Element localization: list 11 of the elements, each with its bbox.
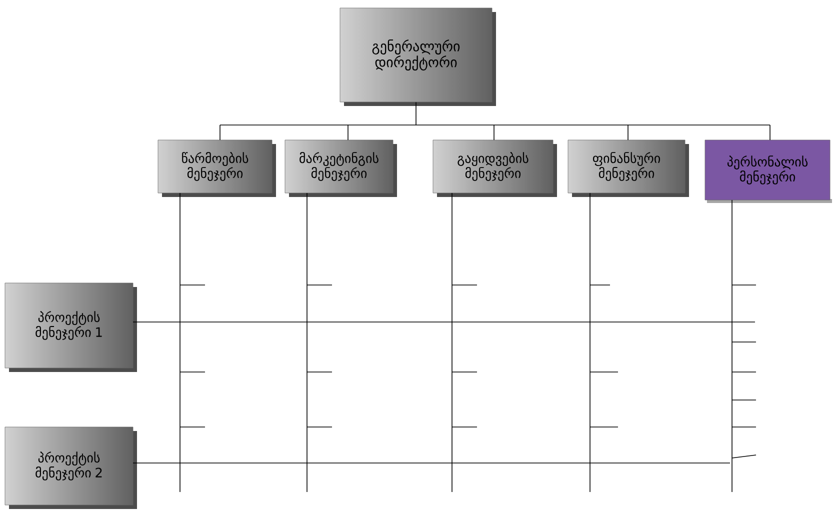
project-manager-box: პროექტის მენეჯერი 1 xyxy=(4,282,137,372)
manager-box: ფინანსური მენეჯერი xyxy=(568,140,689,197)
project-manager-box: პროექტის მენეჯერი 2 xyxy=(4,426,137,509)
matrix-line xyxy=(306,192,308,492)
director-box: გენერალური დირექტორი xyxy=(340,8,496,106)
manager-box: მარკეტინგის მენეჯერი xyxy=(284,140,397,197)
manager-box: პერსონალის მენეჯერი xyxy=(704,140,832,203)
connector-line xyxy=(220,102,770,126)
manager-box: წარმოების მენეჯერი xyxy=(158,140,276,197)
matrix-line xyxy=(132,462,730,464)
manager-box: გაყიდვების მენეჯერი xyxy=(432,140,557,197)
